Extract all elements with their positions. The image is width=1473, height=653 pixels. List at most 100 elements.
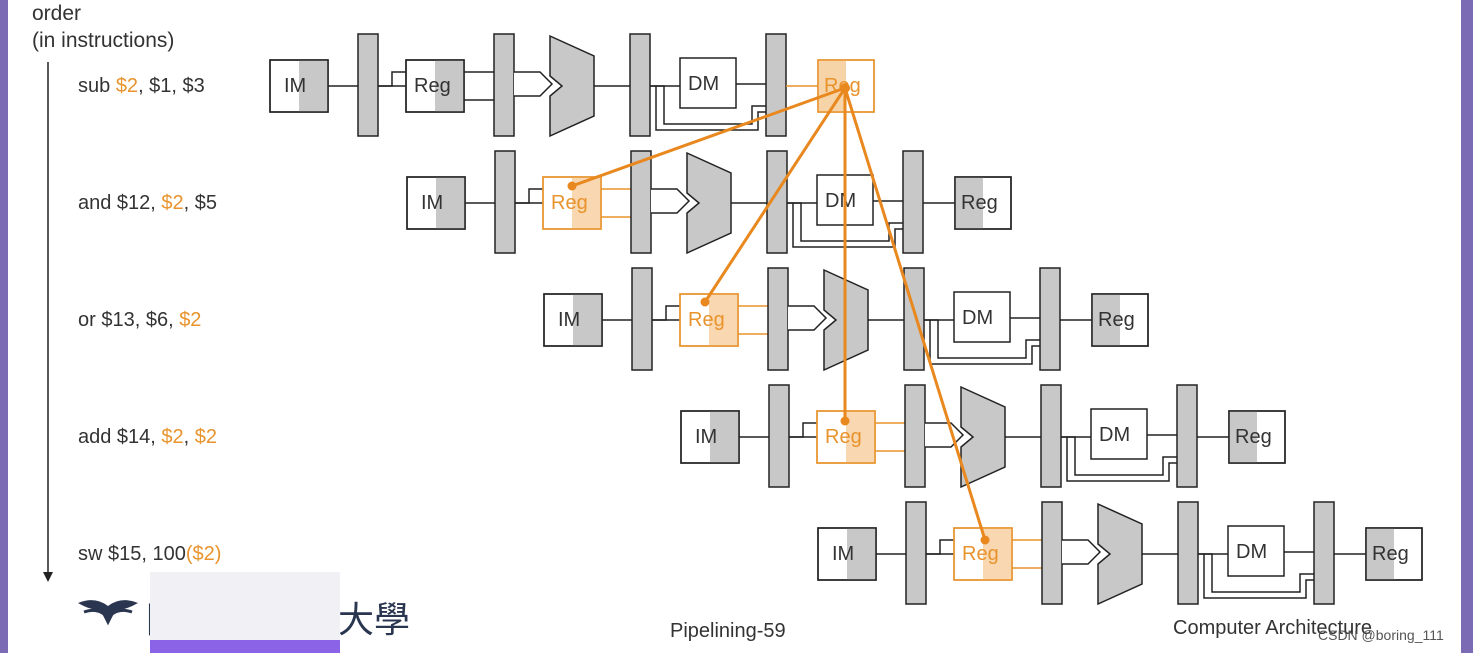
pipeline-register-mem-wb (1313, 501, 1335, 605)
left-frame-border (0, 0, 8, 653)
dm-box (1227, 525, 1285, 577)
instruction-text-part: or $13, $6, (78, 309, 179, 331)
forwarding-path-2 (703, 87, 847, 303)
im-label: IM (421, 192, 443, 214)
forwarding-source (840, 83, 850, 93)
pipeline-register-id-ex (904, 384, 926, 488)
im-shade (710, 411, 739, 463)
reg-read-label: Reg (825, 426, 862, 448)
pipeline-register-id-ex (1041, 501, 1063, 605)
wire (1203, 554, 1314, 599)
blurred-logo-region (150, 572, 340, 640)
order-arrow-head (43, 572, 53, 582)
reg-read-shade (709, 294, 738, 346)
wire (929, 320, 1040, 365)
reg-read-border (405, 59, 465, 113)
pipeline-register-if-id (631, 267, 653, 371)
reg-read-border (542, 176, 602, 230)
reg-write-border (954, 176, 1012, 230)
instruction-text-part: add $14, (78, 426, 161, 448)
order-label: order (32, 2, 81, 25)
wire (515, 188, 543, 204)
reg-write-shade (1229, 411, 1257, 463)
wire (652, 305, 680, 321)
reg-write-shade (1366, 528, 1394, 580)
dm-label: DM (1236, 541, 1267, 563)
reg-read-label: Reg (414, 75, 451, 97)
instruction-register-highlight: $2 (161, 426, 183, 448)
im-shade (299, 60, 328, 112)
im-label: IM (695, 426, 717, 448)
alu-unit (686, 151, 732, 255)
instruction-label-5: sw $15, 100($2) (78, 543, 221, 565)
im-shade (847, 528, 876, 580)
forwarding-endpoint-2 (700, 297, 710, 307)
instruction-label-1: sub $2, $1, $3 (78, 75, 205, 97)
pipeline-register-id-ex (493, 33, 515, 137)
im-shade (436, 177, 465, 229)
pipeline-register-id-ex (767, 267, 789, 371)
reg-write-border (1228, 410, 1286, 464)
im-label: IM (284, 75, 306, 97)
logo-char-right: 大學 (338, 599, 410, 640)
pipeline-register-mem-wb (1176, 384, 1198, 488)
instruction-label-4: add $14, $2, $2 (78, 426, 217, 448)
reg-write-label: Reg (961, 192, 998, 214)
instruction-text-part: , (184, 426, 195, 448)
forwarding-endpoint-1 (567, 181, 577, 191)
wire (1061, 436, 1177, 476)
wire (789, 422, 817, 438)
instruction-label-2: and $12, $2, $5 (78, 192, 217, 214)
reg-read-shade (435, 60, 464, 112)
pipeline-register-ex-mem (629, 33, 651, 137)
alu-unit (549, 34, 595, 138)
pipeline-register-ex-mem (1177, 501, 1199, 605)
bottom-accent-band (150, 640, 340, 653)
pipeline-register-if-id (905, 501, 927, 605)
pipeline-register-if-id (768, 384, 790, 488)
csdn-watermark: CSDN @boring_111 (1318, 627, 1444, 643)
alu-unit (1097, 502, 1143, 606)
pipeline-register-id-ex (630, 150, 652, 254)
dm-box (953, 291, 1011, 343)
alu-input-arrow (788, 305, 828, 331)
dm-box (679, 57, 737, 109)
reg-write-label: Reg (1098, 309, 1135, 331)
alu-input-arrow (1062, 539, 1102, 565)
reg-read-shade (846, 411, 875, 463)
im-label: IM (558, 309, 580, 331)
university-logo (78, 600, 138, 626)
instruction-register-highlight: $2 (195, 426, 217, 448)
wire (378, 71, 406, 87)
pipeline-register-if-id (494, 150, 516, 254)
forwarding-endpoint-4 (980, 535, 990, 545)
dm-label: DM (1099, 424, 1130, 446)
forwarding-path-1 (571, 86, 846, 188)
alu-input-arrow (651, 188, 691, 214)
wire (924, 319, 1040, 359)
reg-write-shade (955, 177, 983, 229)
pipeline-register-mem-wb (1039, 267, 1061, 371)
wire (655, 86, 766, 131)
instruction-text-part: , $5 (184, 192, 217, 214)
pipeline-register-mem-wb (902, 150, 924, 254)
reg-write-shade (1092, 294, 1120, 346)
reg-write-border (1365, 527, 1423, 581)
instruction-label-3: or $13, $6, $2 (78, 309, 201, 331)
wire (926, 539, 954, 555)
dm-box (1090, 408, 1148, 460)
im-label: IM (832, 543, 854, 565)
instruction-register-highlight: $2 (161, 192, 183, 214)
dm-label: DM (825, 190, 856, 212)
reg-write-label: Reg (1372, 543, 1409, 565)
course-title: Computer Architecture (1173, 617, 1372, 639)
alu-input-arrow (925, 422, 965, 448)
reg-read-border (953, 527, 1013, 581)
forwarding-endpoint-3 (840, 416, 850, 426)
wire (1198, 553, 1314, 593)
